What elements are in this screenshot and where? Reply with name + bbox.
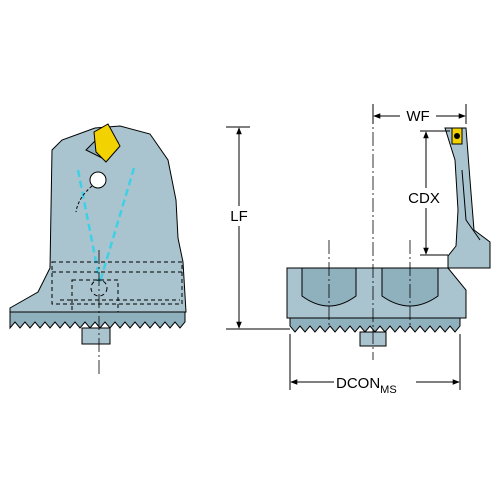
right-insert-screw — [454, 133, 460, 139]
lf-label: LF — [230, 208, 248, 225]
right-arm — [444, 127, 491, 269]
left-coolant-channel-a — [76, 169, 102, 283]
left-coolant-channel-b — [98, 167, 136, 283]
right-arm-edge — [461, 169, 481, 241]
right-serration — [289, 317, 461, 333]
left-hidden-bore — [51, 261, 183, 305]
left-clamp-wire — [75, 185, 93, 213]
wf-label: WF — [406, 108, 429, 125]
left-insert — [93, 123, 121, 163]
dimension-cdx: CDX — [402, 130, 450, 256]
left-serration — [9, 311, 186, 330]
cdx-label: CDX — [408, 190, 440, 207]
left-spigot — [81, 327, 111, 345]
dimension-dcon: DCONMS — [289, 334, 461, 396]
side-view — [9, 123, 187, 375]
left-body — [9, 125, 187, 313]
front-view — [286, 110, 491, 360]
left-hidden-core — [71, 279, 119, 313]
dimension-wf: WF — [372, 104, 467, 125]
dimension-lf: LF — [225, 126, 290, 330]
left-clamp-ball — [89, 171, 107, 189]
dcon-label: DCONMS — [336, 375, 397, 396]
